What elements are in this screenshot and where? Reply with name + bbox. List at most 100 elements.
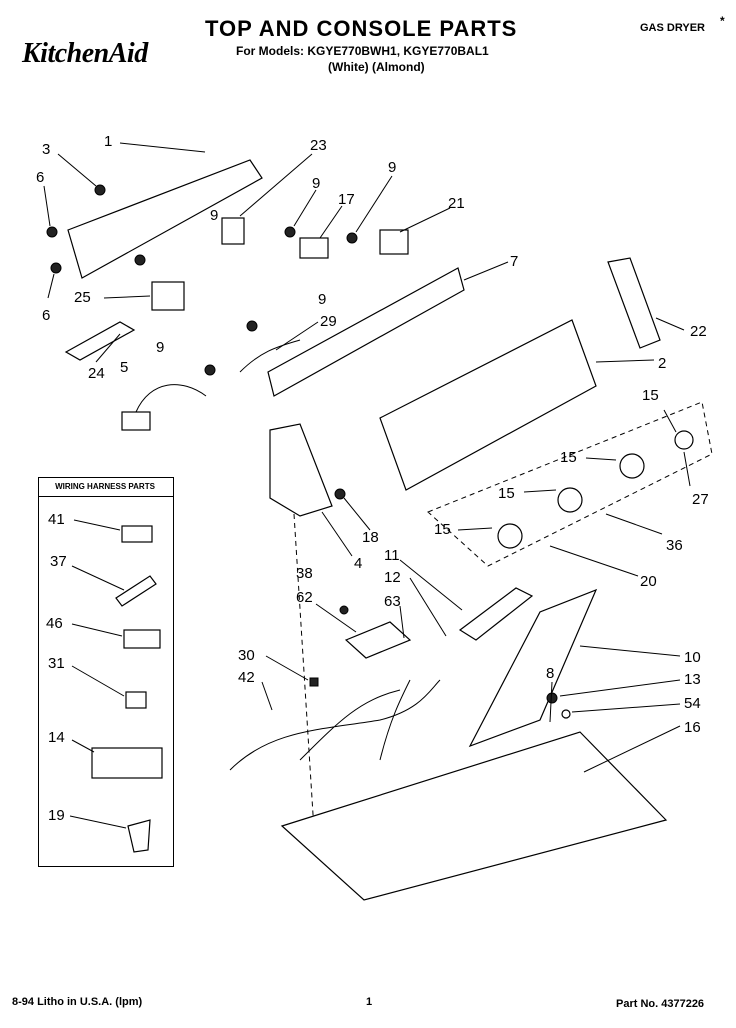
callout-6: 6 <box>42 307 50 324</box>
callout-13: 13 <box>684 671 701 688</box>
callout-37: 37 <box>50 553 67 570</box>
part-17-clip <box>299 237 329 259</box>
callout-2: 2 <box>658 355 666 372</box>
callout-15: 15 <box>560 449 577 466</box>
callout-6: 6 <box>36 169 44 186</box>
part-54-washer <box>561 709 571 719</box>
callout-22: 22 <box>690 323 707 340</box>
callout-15: 15 <box>434 521 451 538</box>
part-46-plug <box>123 629 161 649</box>
page-number: 1 <box>366 996 373 1008</box>
part-22-bracket <box>607 257 661 349</box>
part-14-block <box>91 747 163 779</box>
brand-logo: KitchenAid <box>22 38 148 69</box>
part-10-lint-screen <box>468 588 598 748</box>
part-42-main-harness <box>229 679 441 771</box>
part-41-connector <box>121 525 153 543</box>
callout-63: 63 <box>384 593 401 610</box>
part-62-bracket <box>344 621 412 659</box>
screw-9-c <box>346 232 358 244</box>
callout-5: 5 <box>120 359 128 376</box>
part-31-connector <box>125 691 147 709</box>
screw-6-bottom <box>50 262 62 274</box>
callout-25: 25 <box>74 289 91 306</box>
screw-9-d <box>246 320 258 332</box>
callout-15: 15 <box>498 485 515 502</box>
callout-16: 16 <box>684 719 701 736</box>
part-37-terminal <box>115 575 157 607</box>
part-25-module <box>151 281 185 311</box>
callout-38: 38 <box>296 565 313 582</box>
callout-4: 4 <box>354 555 362 572</box>
callout-17: 17 <box>338 191 355 208</box>
callout-31: 31 <box>48 655 65 672</box>
part-13-nut <box>546 692 558 704</box>
appliance-type: GAS DRYER <box>640 22 705 34</box>
callout-11: 11 <box>384 547 400 564</box>
callout-14: 14 <box>48 729 65 746</box>
part-24-clip <box>64 321 136 361</box>
callout-3: 3 <box>42 141 50 158</box>
part-16-top-panel <box>280 731 668 901</box>
callout-9: 9 <box>156 339 164 356</box>
screw-9-b <box>284 226 296 238</box>
wiring-harness-box <box>38 477 174 867</box>
print-info: 8-94 Litho in U.S.A. (lpm) <box>12 996 143 1008</box>
callout-9: 9 <box>312 175 320 192</box>
page-title: TOP AND CONSOLE PARTS <box>205 16 518 41</box>
knob-area-outline <box>427 401 713 567</box>
knob-15-d <box>497 523 523 549</box>
part-23-switch <box>221 217 245 245</box>
color-variants: (White) (Almond) <box>328 60 425 74</box>
callout-18: 18 <box>362 529 379 546</box>
knob-15-c <box>557 487 583 513</box>
part-11-filter-cover <box>458 587 534 641</box>
callout-42: 42 <box>238 669 255 686</box>
wiring-harness-title: WIRING HARNESS PARTS <box>55 482 155 491</box>
callout-24: 24 <box>88 365 105 382</box>
knob-15-b <box>619 453 645 479</box>
callout-23: 23 <box>310 137 327 154</box>
callout-27: 27 <box>692 491 709 508</box>
screw-3 <box>94 184 106 196</box>
callout-20: 20 <box>640 573 657 590</box>
part-19-clip <box>127 819 151 853</box>
callout-9: 9 <box>210 207 218 224</box>
callout-19: 19 <box>48 807 65 824</box>
callout-8: 8 <box>546 665 554 682</box>
part-1-bracket <box>67 159 263 279</box>
screw-6-top <box>46 226 58 238</box>
corner-mark: * <box>720 14 725 28</box>
screw-9-e <box>204 364 216 376</box>
part-30-clip <box>309 677 319 687</box>
callout-9: 9 <box>318 291 326 308</box>
part-5-connector <box>121 411 151 431</box>
callout-10: 10 <box>684 649 701 666</box>
part-18-screw <box>334 488 346 500</box>
callout-30: 30 <box>238 647 255 664</box>
callout-9: 9 <box>388 159 396 176</box>
part-21-block <box>379 229 409 255</box>
part-2-console <box>379 319 597 491</box>
part-7-rail <box>267 267 465 397</box>
part-4-end-cap <box>269 423 333 517</box>
callout-41: 41 <box>48 511 65 528</box>
callout-7: 7 <box>510 253 518 270</box>
callout-29: 29 <box>320 313 337 330</box>
callout-36: 36 <box>666 537 683 554</box>
wiring-harness-divider <box>38 496 173 497</box>
callout-15: 15 <box>642 387 659 404</box>
part-38-screw <box>339 605 349 615</box>
callout-12: 12 <box>384 569 401 586</box>
callout-46: 46 <box>46 615 63 632</box>
callout-21: 21 <box>448 195 465 212</box>
callout-54: 54 <box>684 695 701 712</box>
screw-9-a <box>134 254 146 266</box>
callout-1: 1 <box>104 133 112 150</box>
part-number: Part No. 4377226 <box>616 998 705 1010</box>
knob-15-a <box>674 430 694 450</box>
model-list: For Models: KGYE770BWH1, KGYE770BAL1 <box>236 44 489 58</box>
